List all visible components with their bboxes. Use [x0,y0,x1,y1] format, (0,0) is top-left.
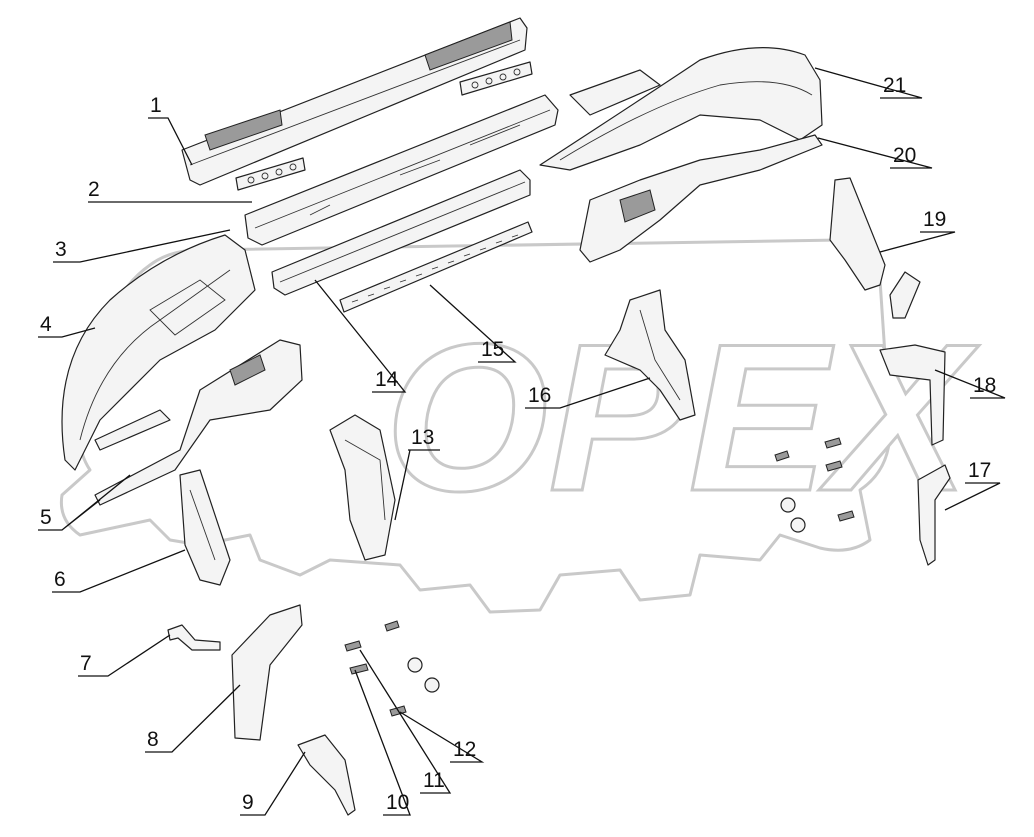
leader-15 [429,284,517,363]
part-1-upper-grille [181,17,528,186]
callout-17: 17 [968,459,991,482]
callout-1: 1 [150,94,162,117]
leader-4 [38,327,96,338]
seal-pad-right [459,61,533,96]
callout-10: 10 [386,791,409,814]
callout-14: 14 [375,368,399,391]
part-4-left-end-cap [61,234,256,471]
seal-pad-left [235,157,306,191]
leader-11 [359,649,452,794]
part-18-right-plate [879,344,946,446]
leader-10 [354,669,411,816]
callout-2: 2 [88,178,100,201]
leader-19 [879,231,956,253]
callout-11: 11 [423,769,445,792]
callout-16: 16 [528,384,551,407]
callout-20: 20 [893,144,916,167]
leader-18 [934,369,1006,399]
leader-8 [145,684,241,753]
leader-12 [399,711,485,763]
callout-labels: 1 2 3 4 5 6 7 8 9 10 11 12 13 14 15 16 1… [40,74,996,814]
part-14-lower-beam [271,169,531,296]
part-21-right-end-cap [539,47,823,171]
leader-3 [53,229,231,263]
callout-19: 19 [923,208,946,231]
callout-18: 18 [973,374,996,397]
leader-6 [52,549,186,593]
callout-13: 13 [411,426,434,449]
callout-12: 12 [453,738,476,761]
callout-4: 4 [40,313,52,336]
callout-9: 9 [242,791,254,814]
part-7-link-rod [167,624,221,651]
leader-14 [314,279,407,393]
callout-6: 6 [54,568,66,591]
leader-13 [394,449,440,521]
part-9-left-small-bracket [297,734,356,816]
part-20-right-bracket [579,134,823,263]
fasteners-right-group [774,437,855,533]
callout-3: 3 [55,238,67,261]
leader-17 [944,482,1001,511]
leader-16 [525,377,651,409]
callout-7: 7 [80,652,92,675]
part-15-perforated-strip [339,221,533,313]
leader-1 [148,117,193,166]
part-2-upper-beam [244,94,559,246]
part-13-center-bracket [329,414,396,561]
leader-20 [817,137,933,169]
part-5-left-bracket [94,339,303,506]
part-16-right-center-bracket [604,289,696,421]
fasteners-left-group [344,620,440,717]
callout-21: 21 [883,74,906,97]
leader-9 [240,751,306,816]
leader-7 [78,634,171,677]
leader-lines [38,67,1006,816]
part-17-right-small-bracket [917,464,951,566]
leader-21 [814,67,923,99]
part-6-left-support [179,469,231,586]
callout-15: 15 [481,338,504,361]
part-19-right-support [829,177,921,319]
leader-5 [38,474,131,531]
callout-5: 5 [40,506,52,529]
part-8-left-plate [231,604,303,741]
callout-8: 8 [147,728,159,751]
